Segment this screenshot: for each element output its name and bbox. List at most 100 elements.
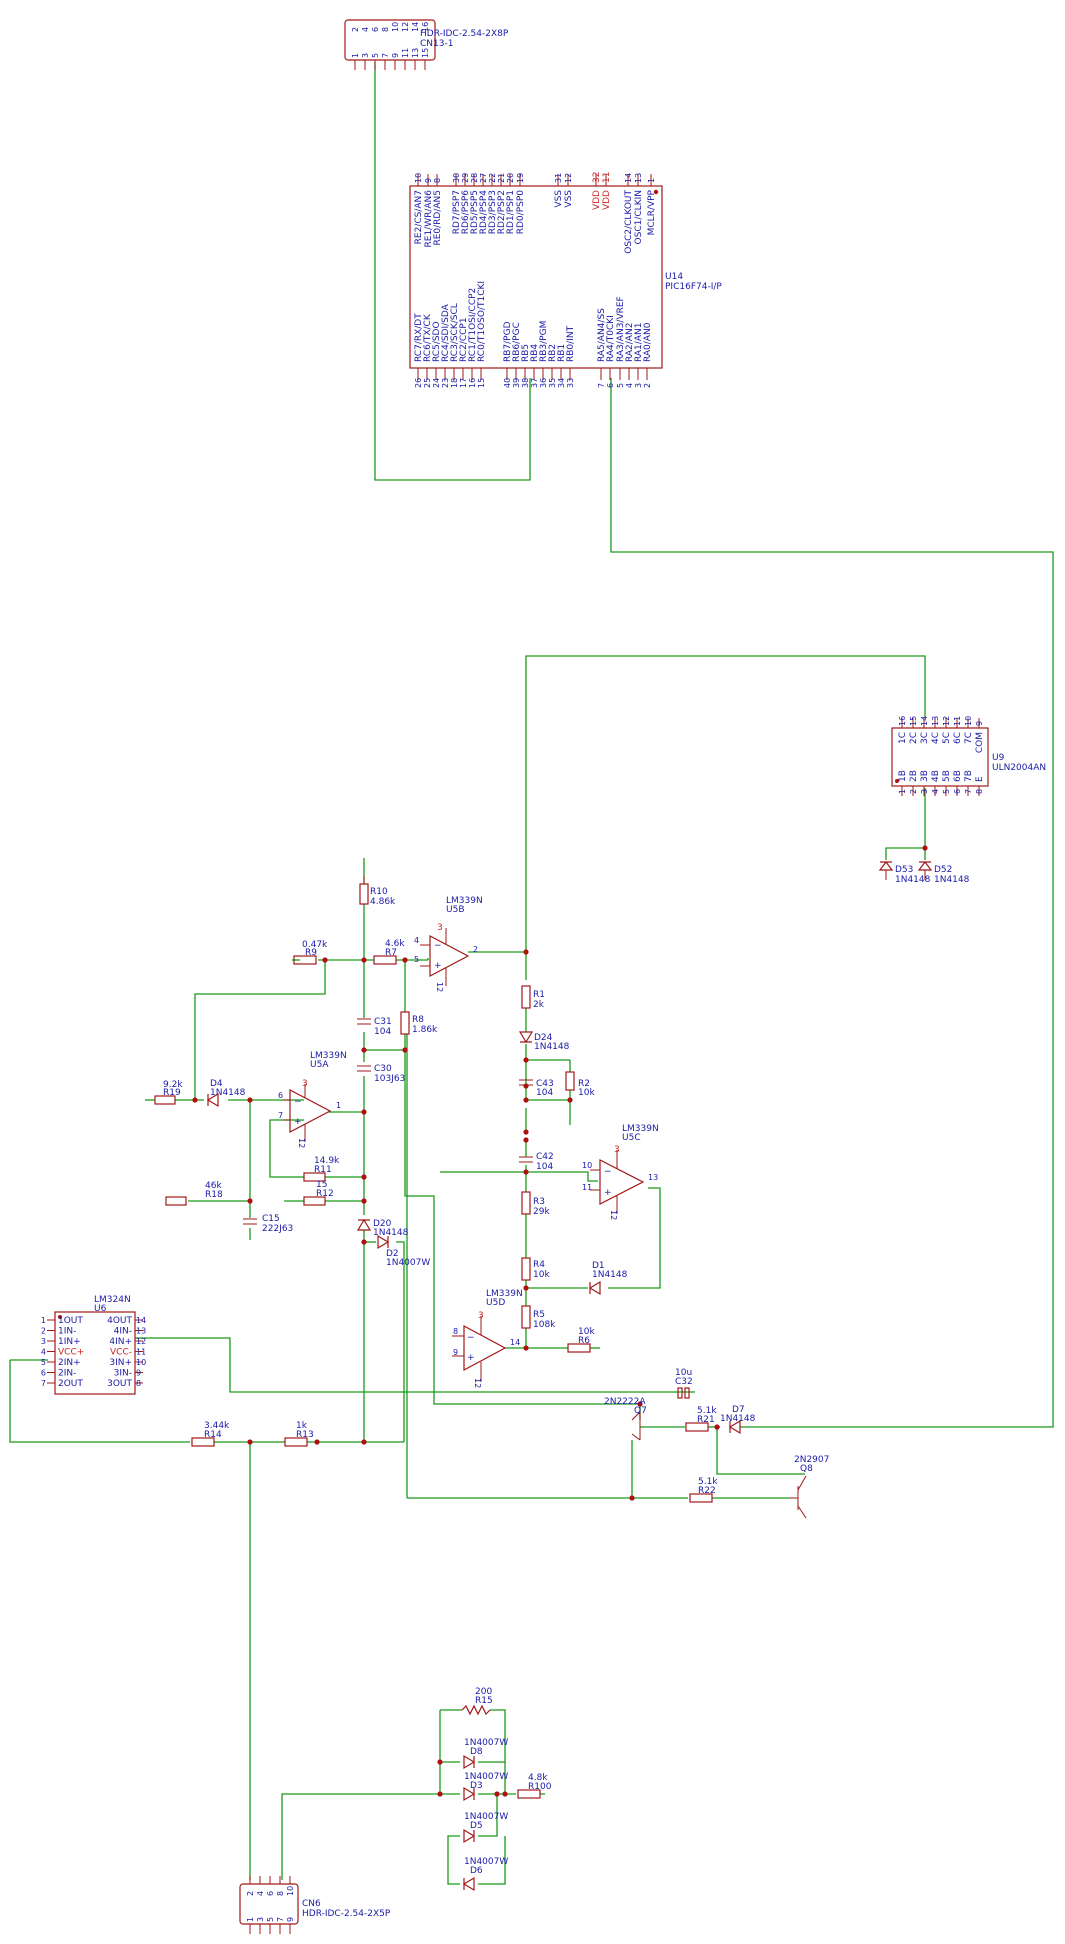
d6-val: 1N4007W (464, 1857, 508, 1867)
d20-ref: D20 (373, 1219, 392, 1229)
capacitor-c15: C15 222J63 (243, 1214, 293, 1234)
u14-pin-number: 40 (503, 378, 512, 388)
cn13-part: HDR-IDC-2.54-2X8P (420, 29, 509, 39)
diode-d8: 1N4007W D8 (463, 1738, 508, 1770)
r9-val: 0.47k (302, 940, 328, 950)
u5a-part: LM339N (310, 1051, 347, 1061)
r12-val: 15 (316, 1180, 327, 1190)
u14-pin-label: RC3/SCK/SCL (450, 303, 460, 362)
cn13-pin-number: 6 (371, 27, 380, 32)
cn13-pin-number: 8 (381, 27, 390, 32)
diode-d7: D7 1N4148 (720, 1405, 756, 1435)
r22-ref: R22 (698, 1486, 716, 1496)
u5b-ref: U5B (446, 905, 465, 915)
u9-pin-number: 1 (898, 789, 907, 794)
d24-val: 1N4148 (534, 1042, 570, 1052)
q8-part: 2N2907 (794, 1455, 829, 1465)
svg-text:+: + (294, 1117, 302, 1127)
u14-pin-label: OSC1/CLKIN (634, 190, 644, 244)
u14-pin-label: MCLR/VPP (647, 189, 657, 235)
u14-pin-number: 10 (414, 173, 423, 183)
junction-dots (192, 845, 928, 1797)
u14-pin-label: VDD (592, 190, 602, 210)
r10-val: 4.86k (370, 897, 396, 907)
u14-pin-label: RE2/CS/AN7 (414, 190, 424, 244)
r18-val: 46k (205, 1181, 222, 1191)
r4-val: 10k (533, 1270, 550, 1280)
d8-val: 1N4007W (464, 1738, 508, 1748)
u9-ref: U9 (992, 753, 1005, 763)
u14-pin-label: RB1 (557, 344, 567, 362)
u5c-pin-out: 13 (648, 1173, 658, 1182)
u14-pin-number: 16 (468, 378, 477, 388)
r15-ref: R15 (475, 1696, 493, 1706)
u14-pin-number: 36 (539, 378, 548, 388)
u14-pin-number: 8 (433, 178, 442, 183)
d53-ref: D53 (895, 865, 913, 875)
u6-pin-label: 4IN- (114, 1327, 132, 1337)
resistor-r18: 46k R18 (165, 1181, 223, 1206)
u14-pin-number: 3 (634, 383, 643, 388)
u6-pin-label: 2OUT (58, 1379, 83, 1389)
svg-text:−: − (467, 1333, 475, 1343)
cn13-pin-number: 1 (351, 53, 360, 58)
u14-pin-number: 19 (516, 173, 525, 183)
u5c-pin-gnd: 12 (609, 1210, 618, 1220)
r3-val: 29k (533, 1207, 550, 1217)
svg-text:−: − (294, 1097, 302, 1107)
u14-pin-number: 25 (423, 378, 432, 388)
d24-ref: D24 (534, 1033, 553, 1043)
u14-pin-number: 32 (592, 172, 602, 183)
resistor-r2: R2 10k (565, 1071, 595, 1098)
resistor-r8: R8 1.86k (400, 1011, 438, 1035)
d2-ref: D2 (386, 1249, 399, 1259)
u14-pin-number: 28 (470, 173, 479, 183)
u6-pin-number: 11 (136, 1348, 146, 1357)
r8-val: 1.86k (412, 1025, 438, 1035)
u5b-pin-out: 2 (473, 945, 478, 954)
d6-ref: D6 (470, 1866, 483, 1876)
r19-ref: R19 (163, 1088, 181, 1098)
cn6-pin-number: 1 (246, 1917, 255, 1922)
u14-pin-number: 6 (606, 383, 615, 388)
u14-part: PIC16F74-I/P (665, 282, 722, 292)
u14-pin-label: RA3/AN3/VREF (616, 296, 626, 362)
r6-val: 10k (578, 1327, 595, 1337)
d1-val: 1N4148 (592, 1270, 628, 1280)
resistor-r7: 4.6k R7 (373, 939, 405, 965)
diode-d53: D53 1N4148 (878, 861, 931, 885)
cn6-pin-number: 6 (266, 1891, 275, 1896)
u9-pin-label: 6C (953, 732, 963, 744)
u9-pin-label: E (975, 776, 985, 782)
d7-val: 1N4148 (720, 1414, 756, 1424)
comparator-u5d: − + 8 9 14 3 12 LM339N U5D (452, 1289, 523, 1388)
r1-val: 2k (533, 1000, 545, 1010)
u14-pin-label: RB2 (548, 344, 558, 362)
r13-ref: R13 (296, 1430, 314, 1440)
u5b-part: LM339N (446, 896, 483, 906)
u14-pin-number: 21 (497, 173, 506, 183)
cn13-pin-number: 10 (391, 22, 400, 32)
u6-pin-label: 2IN+ (58, 1358, 81, 1368)
resistor-r15: 200 R15 (461, 1687, 493, 1716)
u9-pin-number: 6 (953, 789, 962, 794)
u14-pin-label: RC4/SDI/SDA (441, 303, 451, 362)
resistor-r13: 1k R13 (284, 1421, 314, 1447)
diode-d6: 1N4007W D6 (462, 1857, 508, 1892)
u14-pin-label: RD2/PSP2 (497, 190, 507, 234)
u6-pin-label: 1OUT (58, 1316, 83, 1326)
q7-part: 2N2222A (604, 1397, 646, 1407)
cn13-pin-number: 4 (361, 27, 370, 32)
cn13-pin-number: 7 (381, 53, 390, 58)
resistor-r19: 9.2k R19 (154, 1080, 183, 1105)
u6-pin-number: 14 (136, 1316, 146, 1325)
u14-pin-label: RB3/PGM (539, 321, 549, 362)
svg-text:+: + (434, 961, 442, 971)
cn13-pin-number: 11 (401, 48, 410, 58)
u14-pin-label: RC5/SDO (432, 321, 442, 362)
u14-pin-label: RC2/CCP1 (459, 317, 469, 362)
ic-u14: 10RE2/CS/AN79RE1/WR/AN68RE0/RD/AN530RD7/… (409, 172, 722, 388)
r10-ref: R10 (370, 887, 388, 897)
u6-pin-number: 4 (41, 1348, 46, 1357)
